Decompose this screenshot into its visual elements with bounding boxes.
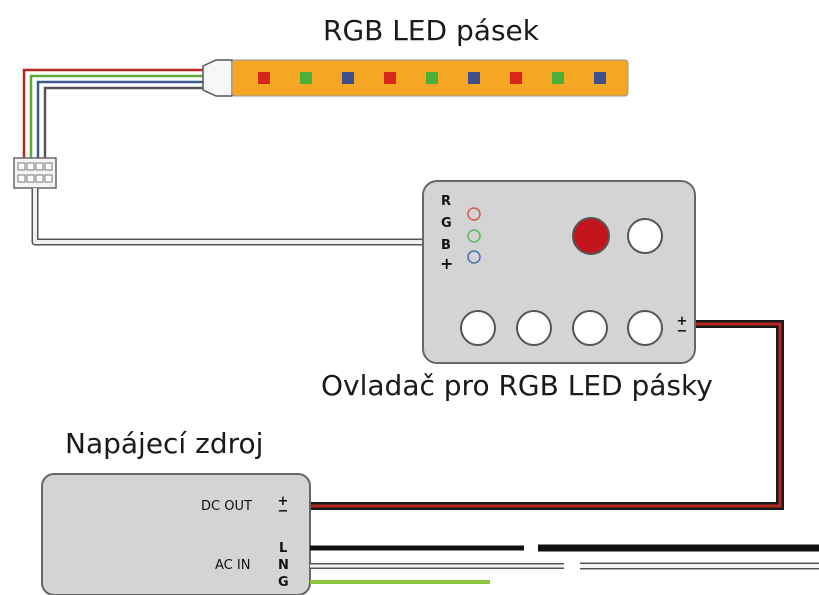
strip-ribbon-cable bbox=[22, 68, 206, 162]
led-8 bbox=[552, 72, 564, 84]
led-3 bbox=[342, 72, 354, 84]
controller-power-marks: + − bbox=[676, 314, 688, 339]
bottom-button-3 bbox=[572, 310, 608, 346]
pin-label-r: R bbox=[441, 194, 452, 209]
power-supply-box bbox=[41, 473, 311, 595]
strip-title: RGB LED pásek bbox=[323, 14, 539, 47]
led-5 bbox=[426, 72, 438, 84]
ac-cables bbox=[310, 544, 819, 584]
pin-connector bbox=[13, 157, 57, 189]
dc-out-marks: + − bbox=[277, 494, 289, 519]
ac-pin-n: N bbox=[278, 558, 289, 573]
led-7 bbox=[510, 72, 522, 84]
bottom-button-2 bbox=[516, 310, 552, 346]
led-2 bbox=[300, 72, 312, 84]
strip-plug bbox=[202, 59, 233, 97]
active-button bbox=[572, 217, 610, 255]
dc-power-cable bbox=[310, 320, 784, 510]
ac-in-label: AC IN bbox=[215, 558, 251, 573]
r-indicator bbox=[467, 207, 481, 221]
ac-pin-g: G bbox=[278, 575, 289, 590]
led-6 bbox=[468, 72, 480, 84]
led-4 bbox=[384, 72, 396, 84]
bottom-button-1 bbox=[460, 310, 496, 346]
controller-input-cable bbox=[31, 188, 425, 246]
led-row bbox=[258, 72, 606, 84]
white-button bbox=[627, 218, 663, 254]
led-1 bbox=[258, 72, 270, 84]
pin-label-plus: + bbox=[440, 254, 454, 273]
led-9 bbox=[594, 72, 606, 84]
controller-title: Ovladač pro RGB LED pásky bbox=[321, 369, 713, 402]
ac-pin-l: L bbox=[279, 541, 288, 556]
power-supply-title: Napájecí zdroj bbox=[65, 427, 264, 460]
dc-out-label: DC OUT bbox=[201, 499, 252, 514]
bottom-button-4 bbox=[627, 310, 663, 346]
b-indicator bbox=[467, 250, 481, 264]
g-indicator bbox=[467, 229, 481, 243]
pin-label-g: G bbox=[441, 216, 452, 231]
pin-label-b: B bbox=[441, 238, 451, 253]
